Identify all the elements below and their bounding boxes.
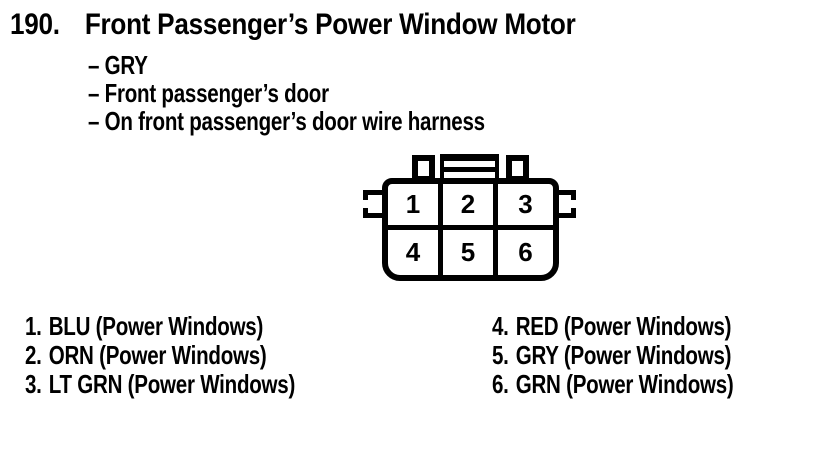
pin-cavity-1: 1 — [388, 184, 443, 230]
pin-number: 4. — [492, 311, 509, 341]
pin-cavity-3: 3 — [498, 184, 553, 230]
pin-row: 3. LT GRN (Power Windows) — [25, 370, 295, 399]
pin-label: LT GRN (Power Windows) — [48, 369, 296, 399]
pin-number: 2. — [25, 340, 42, 370]
connector-ridge-line — [444, 167, 495, 172]
pin-number: 3. — [25, 369, 42, 399]
pin-label: RED (Power Windows) — [515, 311, 732, 341]
pin-number: 5. — [492, 340, 509, 370]
detail-list: – GRY – Front passenger’s door – On fron… — [88, 51, 485, 135]
pin-cavity-5: 5 — [443, 229, 498, 275]
pin-row: 4. RED (Power Windows) — [492, 312, 734, 341]
pin-label: ORN (Power Windows) — [48, 340, 267, 370]
page-title: Front Passenger’s Power Window Motor — [84, 8, 576, 41]
detail-line-location: – Front passenger’s door — [88, 78, 329, 108]
detail-line-harness: – On front passenger’s door wire harness — [88, 106, 485, 136]
pin-list-right: 4. RED (Power Windows) 5. GRY (Power Win… — [492, 312, 734, 399]
pin-label: GRY (Power Windows) — [515, 340, 732, 370]
connector-body: 1 2 3 4 5 6 — [382, 178, 559, 281]
connector-lock-ridge — [440, 154, 499, 182]
pin-row: 5. GRY (Power Windows) — [492, 341, 734, 370]
detail-line-color: – GRY — [88, 50, 148, 80]
pin-list-left: 1. BLU (Power Windows) 2. ORN (Power Win… — [25, 312, 295, 399]
pin-row: 1. BLU (Power Windows) — [25, 312, 295, 341]
pin-number: 6. — [492, 369, 509, 399]
item-heading: 190. Front Passenger’s Power Window Motor — [10, 8, 576, 42]
item-number: 190. — [10, 8, 60, 41]
pin-label: BLU (Power Windows) — [48, 311, 264, 341]
pin-cavity-6: 6 — [518, 236, 533, 267]
pin-label: GRN (Power Windows) — [515, 369, 734, 399]
pin-row: 6. GRN (Power Windows) — [492, 370, 734, 399]
pin-row: 2. ORN (Power Windows) — [25, 341, 295, 370]
pin-number: 1. — [25, 311, 42, 341]
pin-cavity-4: 4 — [388, 229, 443, 275]
pin-cavity-2: 2 — [443, 184, 498, 230]
